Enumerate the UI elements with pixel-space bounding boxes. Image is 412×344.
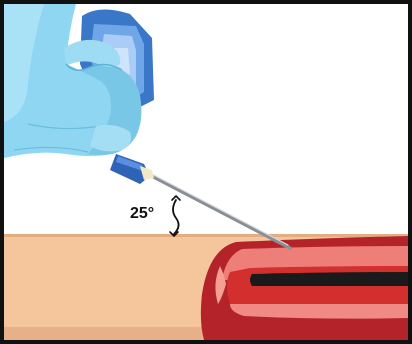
- venipuncture-illustration: 25°: [4, 4, 408, 340]
- angle-label: 25°: [130, 205, 154, 222]
- vein-cross-section: [201, 236, 408, 340]
